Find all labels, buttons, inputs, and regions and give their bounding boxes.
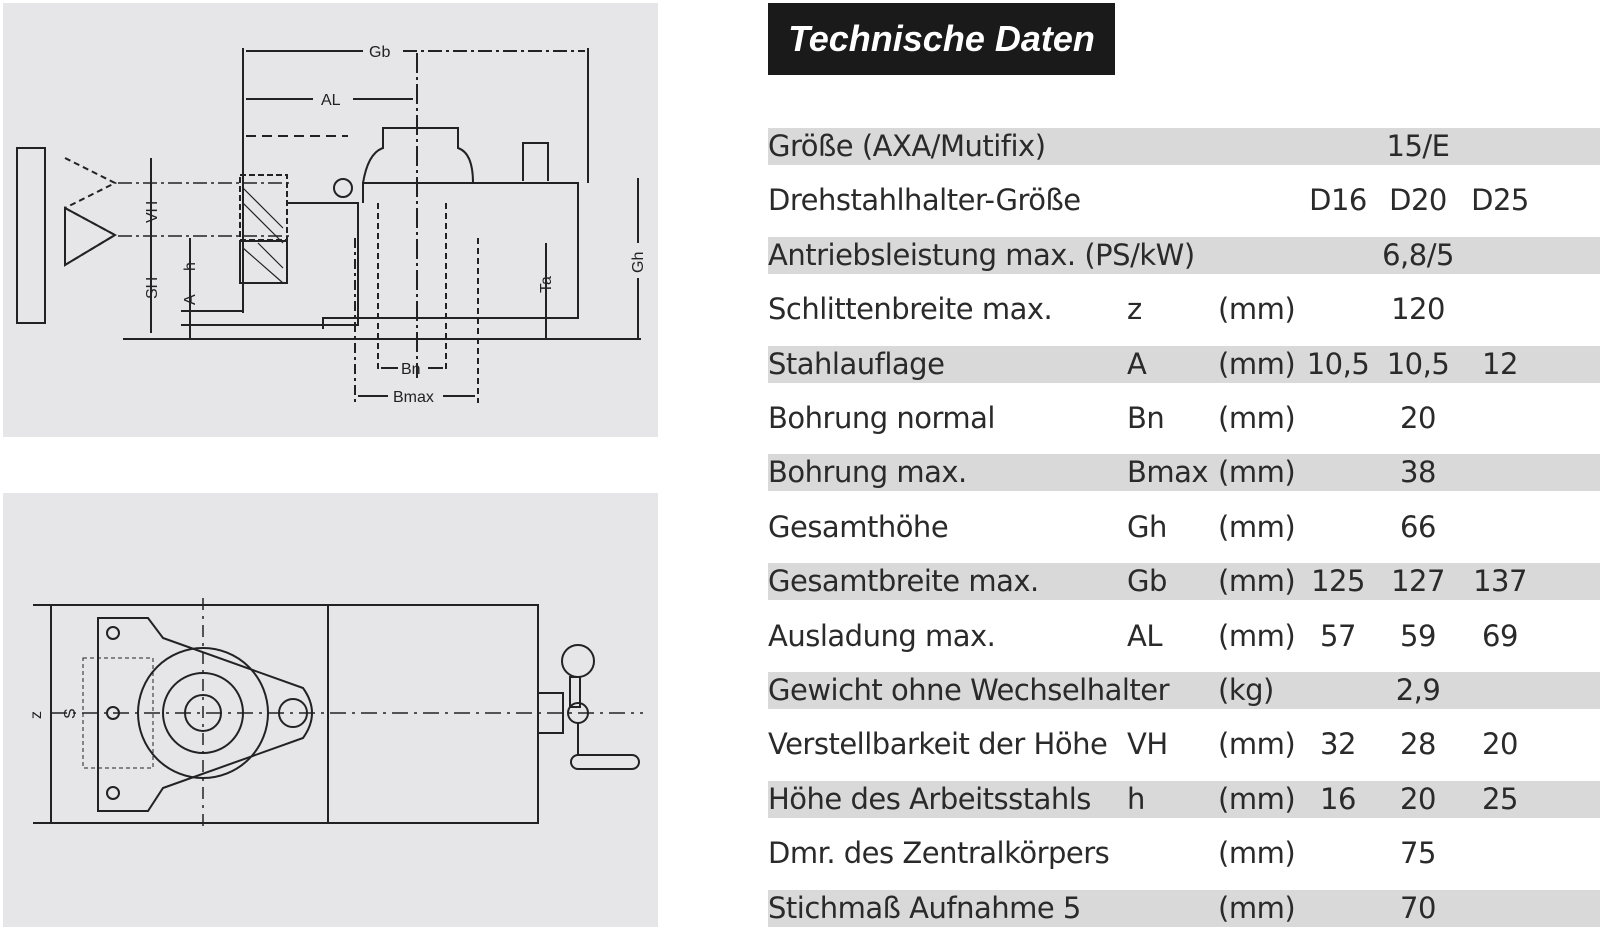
row-unit: (mm) <box>1218 890 1296 925</box>
row-unit: (mm) <box>1218 346 1296 381</box>
label-al: AL <box>321 92 341 109</box>
row-value: D25 <box>1471 183 1529 218</box>
label-gh: Gh <box>630 252 647 273</box>
row-value: 75 <box>1400 836 1436 871</box>
row-unit: (mm) <box>1218 509 1296 544</box>
row-value: 10,5 <box>1306 346 1370 381</box>
label-z: z <box>28 711 45 719</box>
table-row: Bohrung normal Bn (mm) 20 <box>768 400 1600 437</box>
row-value: 16 <box>1320 781 1356 816</box>
row-unit: (kg) <box>1218 673 1274 707</box>
row-unit: (mm) <box>1218 727 1296 762</box>
row-symbol: h <box>1127 781 1145 816</box>
row-unit: (mm) <box>1218 401 1296 435</box>
row-value: 6,8/5 <box>1382 237 1454 272</box>
row-symbol: Gh <box>1127 509 1167 544</box>
row-symbol: A <box>1127 346 1147 381</box>
row-value: 137 <box>1473 564 1527 599</box>
table-row: Drehstahlhalter-Größe D16 D20 D25 <box>768 182 1600 219</box>
table-row: Schlittenbreite max. z (mm) 120 <box>768 291 1600 328</box>
top-view-diagram: z S <box>3 493 658 927</box>
side-view-diagram: Gb AL VH SH h A Ta Gh Bn Bmax <box>3 3 658 437</box>
row-value: 69 <box>1482 618 1518 653</box>
row-value: 28 <box>1400 727 1436 762</box>
row-label: Ausladung max. <box>768 618 996 653</box>
row-value: 57 <box>1320 618 1356 653</box>
row-value: 59 <box>1400 618 1436 653</box>
table-row: Dmr. des Zentralkörpers (mm) 75 <box>768 835 1600 872</box>
row-value: 127 <box>1391 564 1445 599</box>
row-label: Höhe des Arbeitsstahls <box>768 781 1091 816</box>
row-label: Antriebsleistung max. (PS/kW) <box>768 237 1195 272</box>
row-unit: (mm) <box>1218 618 1296 653</box>
row-symbol: Gb <box>1127 564 1167 599</box>
table-row: Gewicht ohne Wechselhalter (kg) 2,9 <box>768 672 1600 709</box>
row-value: 10,5 <box>1386 346 1450 381</box>
row-value: 12 <box>1482 346 1518 381</box>
row-label: Gesamthöhe <box>768 509 949 544</box>
table-row: Gesamtbreite max. Gb (mm) 125 127 137 <box>768 563 1600 601</box>
section-title: Technische Daten <box>768 3 1115 75</box>
row-label: Größe (AXA/Mutifix) <box>768 129 1046 163</box>
table-row: Stahlauflage A (mm) 10,5 10,5 12 <box>768 345 1600 383</box>
row-value: 15/E <box>1386 129 1451 163</box>
row-value: 2,9 <box>1395 673 1441 707</box>
label-gb: Gb <box>369 44 390 61</box>
row-value: 70 <box>1400 890 1436 925</box>
row-unit: (mm) <box>1218 292 1296 327</box>
label-h: h <box>182 262 199 271</box>
row-label: Schlittenbreite max. <box>768 292 1053 327</box>
row-label: Dmr. des Zentralkörpers <box>768 836 1110 871</box>
label-a: A <box>182 294 199 305</box>
label-vh: VH <box>144 201 161 223</box>
label-bmax: Bmax <box>393 389 434 406</box>
row-value: 38 <box>1400 455 1436 490</box>
row-value: D16 <box>1309 183 1367 218</box>
row-value: 66 <box>1400 509 1436 544</box>
table-row: Bohrung max. Bmax (mm) 38 <box>768 454 1600 492</box>
row-label: Stichmaß Aufnahme 5 <box>768 890 1081 925</box>
row-value: D20 <box>1389 183 1447 218</box>
row-label: Gesamtbreite max. <box>768 564 1039 599</box>
table-row: Verstellbarkeit der Höhe VH (mm) 32 28 20 <box>768 726 1600 763</box>
row-symbol: AL <box>1127 618 1163 653</box>
row-unit: (mm) <box>1218 455 1296 490</box>
row-unit: (mm) <box>1218 836 1296 871</box>
row-value: 25 <box>1482 781 1518 816</box>
table-row: Höhe des Arbeitsstahls h (mm) 16 20 25 <box>768 780 1600 818</box>
row-value: 125 <box>1311 564 1365 599</box>
table-row: Antriebsleistung max. (PS/kW) 6,8/5 <box>768 236 1600 274</box>
table-row: Gesamthöhe Gh (mm) 66 <box>768 509 1600 546</box>
row-symbol: z <box>1127 292 1142 327</box>
row-value: 32 <box>1320 727 1356 762</box>
row-symbol: VH <box>1127 727 1168 762</box>
row-symbol: Bn <box>1127 401 1165 435</box>
row-value: 20 <box>1482 727 1518 762</box>
row-value: 20 <box>1400 781 1436 816</box>
row-label: Gewicht ohne Wechselhalter <box>768 673 1170 707</box>
label-bn: Bn <box>401 361 421 378</box>
row-value: 120 <box>1391 292 1445 327</box>
label-s: S <box>62 708 79 719</box>
row-unit: (mm) <box>1218 564 1296 599</box>
row-value: 20 <box>1400 401 1436 435</box>
row-unit: (mm) <box>1218 781 1296 816</box>
label-sh: SH <box>144 277 161 299</box>
table-row: Größe (AXA/Mutifix) 15/E <box>768 128 1600 165</box>
row-label: Bohrung max. <box>768 455 967 490</box>
label-ta: Ta <box>538 276 555 293</box>
table-row: Stichmaß Aufnahme 5 (mm) 70 <box>768 889 1600 927</box>
table-row: Ausladung max. AL (mm) 57 59 69 <box>768 618 1600 655</box>
row-label: Verstellbarkeit der Höhe <box>768 727 1108 762</box>
row-label: Stahlauflage <box>768 346 945 381</box>
row-label: Drehstahlhalter-Größe <box>768 183 1081 218</box>
row-symbol: Bmax <box>1127 455 1209 490</box>
row-label: Bohrung normal <box>768 401 995 435</box>
